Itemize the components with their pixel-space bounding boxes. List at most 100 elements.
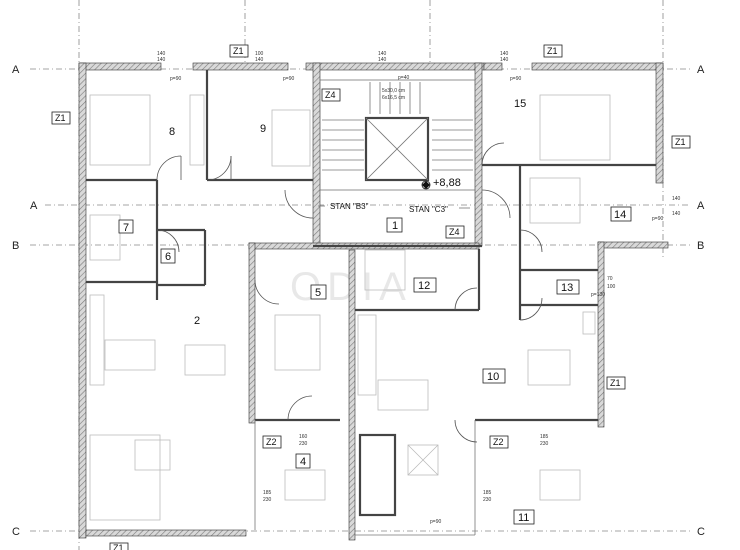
room-9: 9 xyxy=(260,123,266,135)
door-balcony-11 xyxy=(454,419,478,443)
label-stan-c3: STAN "C3" xyxy=(409,205,448,214)
table-4 xyxy=(284,469,326,501)
bed-14 xyxy=(529,177,581,224)
door-stan-b3 xyxy=(284,189,314,219)
tag-z4-mid: Z4 xyxy=(449,227,460,237)
table-2 xyxy=(184,344,226,376)
dim-p90-balcony: p=90 xyxy=(430,519,441,525)
dim-100c: 100 xyxy=(607,284,616,290)
tag-z1-top-left-box xyxy=(229,44,249,58)
label-stan-b3: STAN "B3" xyxy=(330,202,369,211)
doors xyxy=(156,142,543,443)
room-11: 11 xyxy=(518,512,529,524)
elevator-cross-2 xyxy=(365,117,429,181)
axis-label-b-left: B xyxy=(12,240,19,252)
door-15 xyxy=(481,142,505,166)
tag-z1-left-box xyxy=(51,111,71,125)
room-2: 2 xyxy=(194,315,200,327)
dim-stair-2: 6x16,5 cm xyxy=(382,95,405,101)
axis-label-c-right: C xyxy=(697,526,705,538)
stair-core xyxy=(319,79,476,191)
tag-z1-top-right: Z1 xyxy=(547,46,558,56)
room-5: 5 xyxy=(315,287,321,299)
island-10 xyxy=(377,379,429,411)
room-1-box xyxy=(386,217,403,233)
wall-bottom-left xyxy=(85,529,247,537)
tag-z4-mid-box xyxy=(445,225,465,239)
stair-treads-left xyxy=(322,119,364,171)
level-marker-fill xyxy=(422,181,430,189)
dim-230d: 230 xyxy=(540,441,549,447)
watermark: ODIA xyxy=(290,265,412,309)
room-7: 7 xyxy=(123,222,129,234)
tag-z4-stair-box xyxy=(321,88,341,102)
dim-140a: 140 xyxy=(157,51,166,57)
axis-label-a-left: A xyxy=(12,64,20,76)
bed-5 xyxy=(274,314,321,371)
door-13 xyxy=(519,297,543,321)
wall-top-5 xyxy=(531,62,664,71)
wall-top-4 xyxy=(483,62,503,71)
room-6: 6 xyxy=(165,251,171,263)
bath-7 xyxy=(89,214,121,261)
dim-p90-15: p=90 xyxy=(510,76,521,82)
axis-label-a-right: A xyxy=(697,64,705,76)
dim-185c: 185 xyxy=(540,434,549,440)
bed-15 xyxy=(539,94,611,161)
wall-stair-left xyxy=(312,62,321,247)
dim-230b: 230 xyxy=(263,497,272,503)
room-6-box xyxy=(160,248,176,264)
furniture xyxy=(89,94,611,521)
room-10-box xyxy=(482,368,506,384)
dim-140-left: 140 xyxy=(255,57,264,63)
room-14-box xyxy=(610,206,632,222)
room-10: 10 xyxy=(487,371,499,383)
level-elevation: +8,88 xyxy=(433,177,461,189)
room-15: 15 xyxy=(514,98,526,110)
stair-treads-top xyxy=(369,82,421,114)
room-12: 12 xyxy=(418,280,430,292)
room-4-box xyxy=(295,453,311,469)
dim-p40: p=40 xyxy=(398,75,409,81)
bed-8 xyxy=(89,94,151,166)
room-11-box xyxy=(513,509,535,525)
door-14 xyxy=(519,229,543,253)
dim-p130: p=130 xyxy=(591,292,605,298)
sofa-2 xyxy=(89,434,161,521)
room-numbers: 8 9 15 7 6 1 14 5 12 13 2 10 4 11 xyxy=(118,98,632,525)
wall-b-right xyxy=(597,241,669,249)
room-12-box xyxy=(413,277,437,293)
tag-z1-top-left: Z1 xyxy=(233,46,244,56)
axis-labels: A A A A B B C C xyxy=(12,64,705,538)
tag-z2-left-box xyxy=(262,435,282,449)
dim-stair-1: 5x30,0 cm xyxy=(382,88,405,94)
bath-12 xyxy=(364,249,406,291)
axis-label-a2-right: A xyxy=(697,200,705,212)
kitchen-10 xyxy=(357,314,377,396)
wall-top-3 xyxy=(305,62,485,71)
wall-right-top xyxy=(655,62,664,184)
kitchen-2 xyxy=(89,294,105,386)
island-2 xyxy=(104,339,156,371)
stove-13 xyxy=(582,311,596,335)
tag-z1-bottom: Z1 xyxy=(113,543,124,550)
tag-z1-right-box xyxy=(671,135,691,149)
elevator-shaft xyxy=(364,116,430,182)
door-6 xyxy=(156,229,180,253)
wall-top-1 xyxy=(78,62,162,71)
tag-z1-bottom-box xyxy=(109,542,129,550)
stair-treads-right xyxy=(432,119,473,171)
stair-labels: STAN "B3" STAN "C3" +8,88 xyxy=(318,177,470,214)
dim-100-center: 140 xyxy=(378,51,387,57)
door-5 xyxy=(254,279,280,305)
axis-label-a2-left: A xyxy=(30,200,38,212)
door-8 xyxy=(156,155,182,181)
tag-z1-right: Z1 xyxy=(675,137,686,147)
dim-p90-9: p=90 xyxy=(283,76,294,82)
room-1: 1 xyxy=(392,220,398,232)
tag-z2-right-box xyxy=(489,435,509,449)
sofa-10 xyxy=(358,433,397,517)
room-14: 14 xyxy=(614,209,626,221)
door-stan-c3 xyxy=(481,189,511,219)
dim-185a: 185 xyxy=(263,490,272,496)
